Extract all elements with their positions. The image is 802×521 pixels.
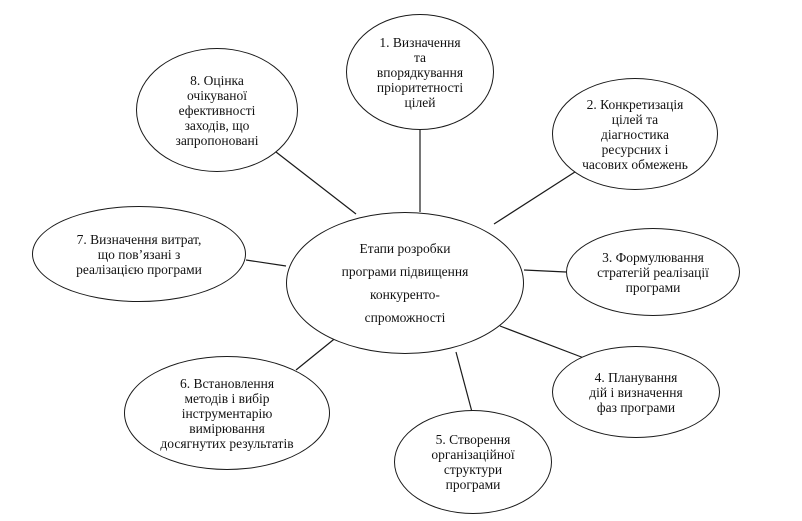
stage-node-8: 8. Оцінка очікуваної ефективності заході… <box>136 48 298 172</box>
stage-node-1-label: 1. Визначення та впорядкування пріоритет… <box>376 34 464 110</box>
stage-node-2: 2. Конкретизація цілей та діагностика ре… <box>552 78 718 190</box>
connector-stage-5 <box>455 351 473 413</box>
connector-stage-7 <box>245 259 287 267</box>
stage-node-7-label: 7. Визначення витрат, що пов’язані з реа… <box>76 231 202 277</box>
connector-stage-3 <box>523 269 567 273</box>
stage-node-6-label: 6. Встановлення методів і вибір інструме… <box>160 375 294 451</box>
connector-stage-8 <box>275 151 357 215</box>
stage-node-8-label: 8. Оцінка очікуваної ефективності заході… <box>175 72 259 148</box>
stage-node-5: 5. Створення організаційної структури пр… <box>394 410 552 514</box>
center-node: Етапи розробки програми підвищення конку… <box>286 212 524 354</box>
stage-node-4: 4. Планування дій і визначення фаз прогр… <box>552 346 720 438</box>
stage-node-6: 6. Встановлення методів і вибір інструме… <box>124 356 330 470</box>
stage-node-1: 1. Визначення та впорядкування пріоритет… <box>346 14 494 130</box>
stage-node-2-label: 2. Конкретизація цілей та діагностика ре… <box>582 96 688 172</box>
stage-node-4-label: 4. Планування дій і визначення фаз прогр… <box>589 369 683 415</box>
connector-stage-4 <box>499 325 585 359</box>
connector-stage-2 <box>493 169 579 225</box>
stage-node-3-label: 3. Формулювання стратегій реалізації про… <box>597 249 709 295</box>
stage-node-5-label: 5. Створення організаційної структури пр… <box>431 432 515 492</box>
center-node-label: Етапи розробки програми підвищення конку… <box>341 241 469 325</box>
stage-node-7: 7. Визначення витрат, що пов’язані з реа… <box>32 206 246 302</box>
stage-node-3: 3. Формулювання стратегій реалізації про… <box>566 228 740 316</box>
connector-stage-6 <box>295 335 339 371</box>
